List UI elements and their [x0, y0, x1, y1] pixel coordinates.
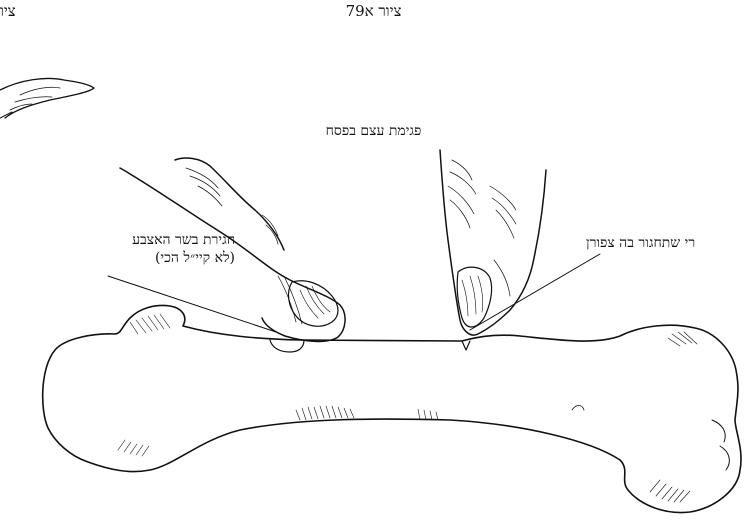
left-callout: חגירת בשר האצבע (לא קיי״ל הכי) — [65, 231, 235, 267]
figure-number: ציור א79 — [0, 4, 747, 19]
left-callout-line1: חגירת בשר האצבע — [65, 231, 235, 249]
left-callout-leader — [108, 276, 276, 332]
right-callout: רי שתחגור בה צפורן — [586, 236, 695, 250]
figure-caption: פגימת עצם בפסח — [0, 124, 747, 138]
right-finger — [440, 150, 546, 335]
top-left-text-fragment: ציו — [0, 4, 16, 19]
left-callout-line2: (לא קיי״ל הכי) — [65, 249, 235, 267]
right-callout-leader — [470, 254, 600, 330]
partial-object-top-left — [0, 78, 94, 118]
bone — [43, 306, 741, 513]
